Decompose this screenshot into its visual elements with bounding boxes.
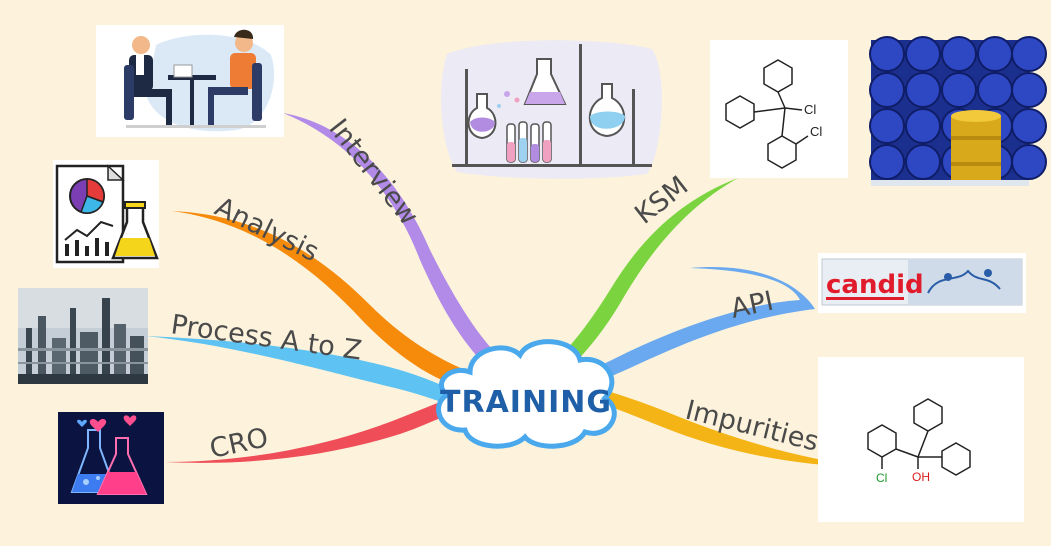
center-title: TRAINING (440, 385, 612, 420)
impurity-atom-oh: OH (912, 470, 930, 484)
branch-ksm[interactable] (555, 178, 738, 368)
branch-cro[interactable] (165, 400, 450, 463)
impurity-atom-cl: Cl (876, 471, 887, 485)
label-analysis[interactable]: Analysis (210, 191, 324, 268)
branch-api[interactable] (580, 267, 815, 388)
branches (145, 113, 865, 467)
api-product-brand: candid (826, 270, 924, 300)
branch-interview[interactable] (283, 113, 505, 368)
label-api[interactable]: API (728, 286, 776, 325)
cro-image (58, 412, 164, 504)
interview-image (96, 25, 284, 137)
label-process[interactable]: Process A to Z (169, 309, 364, 366)
cloud-icon (436, 339, 617, 449)
lab-image (441, 40, 662, 179)
impurity-structure-image: Cl OH (818, 357, 1024, 522)
branch-analysis[interactable] (172, 211, 470, 388)
ksm-atom-cl-2: Cl (810, 124, 822, 139)
branch-process[interactable] (145, 336, 448, 403)
ksm-structure-image: Cl Cl (710, 40, 848, 178)
api-product-image: candid (818, 253, 1026, 313)
drums-image (869, 36, 1047, 186)
analysis-image (53, 160, 159, 268)
center-node[interactable]: TRAINING (436, 339, 617, 449)
label-interview[interactable]: Interview (322, 113, 424, 231)
label-ksm[interactable]: KSM (629, 170, 694, 230)
branch-impurities[interactable] (600, 390, 865, 467)
ksm-atom-cl-1: Cl (804, 102, 816, 117)
process-image (18, 288, 148, 384)
